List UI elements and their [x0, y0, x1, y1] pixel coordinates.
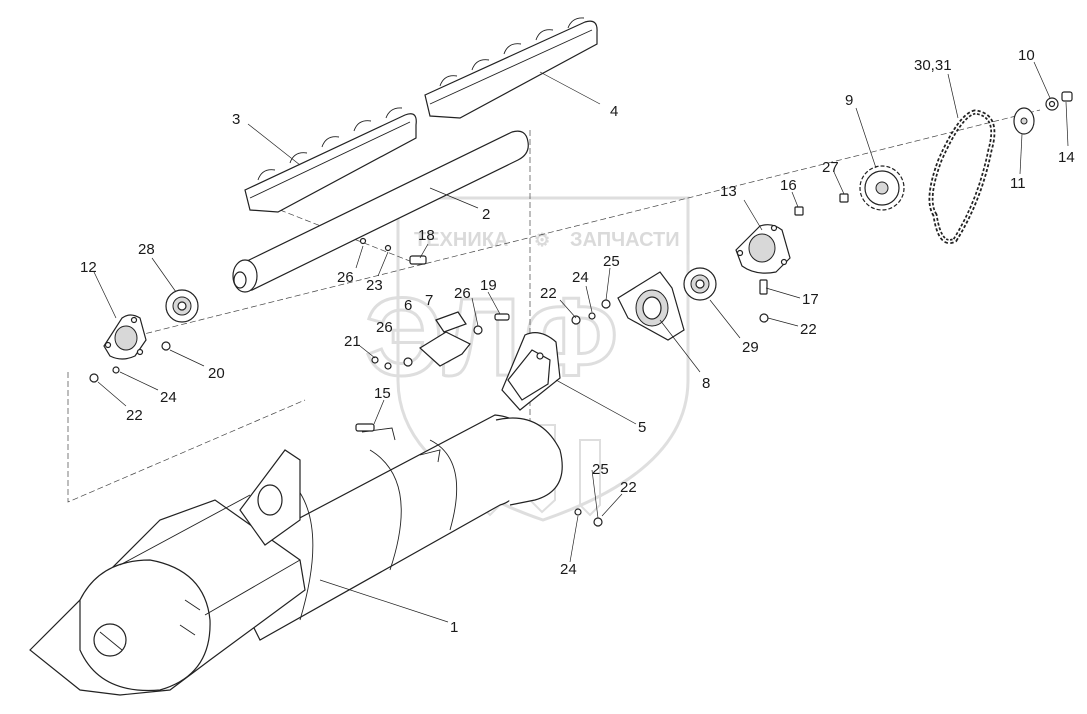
callout-4: 4	[610, 103, 618, 120]
callout-26-mid: 26	[454, 285, 471, 302]
watermark-gear-icon: ⚙	[534, 230, 550, 250]
watermark-logo: ТЕХНИКА ⚙ ЗАПЧАСТИ ЭЛФ	[364, 196, 690, 522]
callout-9: 9	[845, 92, 853, 109]
bearing-housing-part-8	[617, 271, 685, 341]
callout-26-top: 26	[337, 269, 354, 286]
bracket-plate-part-5	[495, 332, 563, 506]
callout-1: 1	[450, 619, 458, 636]
callout-28: 28	[138, 241, 155, 258]
watermark-logo-text: ЭЛФ	[365, 276, 622, 399]
callout-8: 8	[702, 375, 710, 392]
callout-24-left: 24	[160, 389, 177, 406]
fasteners-right	[759, 193, 849, 323]
callout-23: 23	[366, 277, 383, 294]
bearing-part-28	[165, 289, 199, 323]
callout-25-bottom: 25	[592, 461, 609, 478]
callout-22-left: 22	[126, 407, 143, 424]
fasteners-left	[89, 341, 171, 383]
fasteners-center	[355, 237, 611, 527]
callout-7: 7	[425, 292, 433, 309]
callout-6: 6	[404, 297, 412, 314]
callout-27: 27	[822, 159, 839, 176]
callout-20: 20	[208, 365, 225, 382]
callout-11: 11	[1010, 175, 1026, 192]
bearing-flange-part-12	[103, 314, 147, 360]
clamp-clip-parts-6-7	[419, 311, 471, 367]
callout-14: 14	[1058, 149, 1075, 166]
callout-15: 15	[374, 385, 391, 402]
callout-13: 13	[720, 183, 737, 200]
nut-part-10	[1045, 97, 1059, 111]
screw-cover-right-part-4	[424, 17, 598, 119]
end-washer-part-11	[1013, 107, 1035, 135]
callout-17: 17	[802, 291, 819, 308]
leader-lines	[93, 61, 1069, 623]
screw-cover-left-part-3	[244, 107, 417, 213]
bolt-part-14	[1061, 91, 1073, 102]
callout-16: 16	[780, 177, 797, 194]
callout-22-center: 22	[540, 285, 557, 302]
callout-26-left: 26	[376, 319, 393, 336]
callout-24-center: 24	[572, 269, 589, 286]
callout-30-31: 30,31	[914, 57, 952, 74]
watermark-left-text: ТЕХНИКА	[414, 229, 508, 251]
callout-22-right: 22	[800, 321, 817, 338]
callout-22-bottom: 22	[620, 479, 637, 496]
callout-25-top: 25	[603, 253, 620, 270]
callout-24-bottom: 24	[560, 561, 577, 578]
auger-tube-housing-part-1	[29, 414, 533, 696]
bearing-part-29	[683, 267, 717, 301]
callout-10: 10	[1018, 47, 1035, 64]
callout-21: 21	[344, 333, 361, 350]
callout-19: 19	[480, 277, 497, 294]
callout-3: 3	[232, 111, 240, 128]
callout-29: 29	[742, 339, 759, 356]
callout-5: 5	[638, 419, 646, 436]
callout-2: 2	[482, 206, 490, 223]
drive-chain-parts-30-31	[928, 109, 996, 244]
callout-12: 12	[80, 259, 97, 276]
sprocket-part-9	[859, 165, 905, 211]
watermark-right-text: ЗАПЧАСТИ	[570, 229, 680, 251]
callout-18: 18	[418, 227, 435, 244]
callout-labels: 3 4 2 12 28 20 24 22 26 23 18 6 7 26 19 …	[80, 47, 1075, 636]
auger-shaft-part-2	[232, 130, 529, 293]
bearing-flange-part-13	[735, 224, 791, 274]
